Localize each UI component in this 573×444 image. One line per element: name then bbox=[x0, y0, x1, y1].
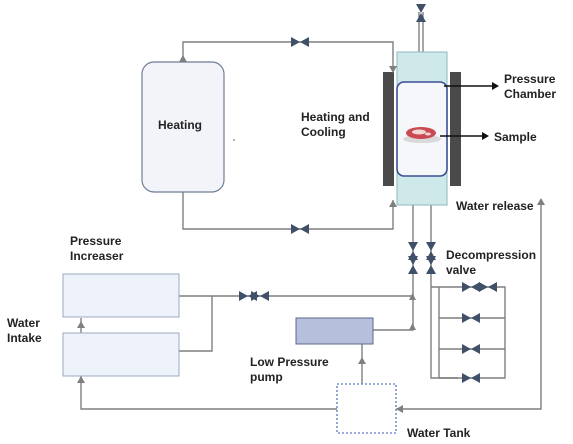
water-tank bbox=[336, 383, 397, 434]
increaser-lower-link bbox=[179, 296, 213, 352]
valve-inlet-second[interactable] bbox=[408, 256, 418, 274]
arrow-left-release bbox=[396, 405, 403, 413]
valve-increaser-2[interactable] bbox=[251, 291, 269, 301]
pressure-increaser-label: Pressure Increaser bbox=[70, 234, 124, 263]
pump-to-chamber-pipe bbox=[373, 296, 414, 331]
arrow-up-increaser-line bbox=[409, 293, 416, 300]
pressure-increaser-upper bbox=[62, 273, 180, 318]
pressure-increaser-lower bbox=[62, 332, 180, 377]
valve-decompression-1b[interactable] bbox=[479, 282, 497, 292]
valves bbox=[239, 4, 497, 383]
arrow-up-heating-top bbox=[179, 55, 187, 62]
increaser-to-chamber-pipe bbox=[179, 268, 414, 297]
decompression-valve-label: Decompression valve bbox=[446, 248, 537, 277]
valve-decompression-3[interactable] bbox=[462, 344, 480, 354]
manifold-top-pipe bbox=[431, 286, 506, 355]
valve-chamber-inlet[interactable] bbox=[408, 242, 418, 260]
water-intake-label: Water Intake bbox=[7, 316, 42, 345]
valve-chamber-outlet[interactable] bbox=[426, 242, 436, 260]
arrow-up-chamber-bottom bbox=[389, 200, 397, 207]
pressure-chamber-label: Pressure Chamber bbox=[504, 72, 557, 101]
water-release-pipe bbox=[396, 200, 542, 410]
low-pressure-pump bbox=[295, 317, 374, 345]
arrow-up-release bbox=[537, 198, 545, 205]
valve-decompression-2[interactable] bbox=[462, 313, 480, 323]
tank-to-intake-pipe bbox=[80, 376, 337, 410]
heating-cooling-label: Heating and Cooling bbox=[301, 110, 370, 139]
water-tank-label: Water Tank bbox=[407, 426, 471, 440]
heating-label: Heating bbox=[158, 118, 203, 132]
valve-heating-top[interactable] bbox=[291, 37, 309, 47]
arrow-up-intake bbox=[77, 376, 85, 383]
stray-dot bbox=[233, 139, 235, 141]
arrow-up-intake-link bbox=[77, 321, 85, 328]
flow-arrows bbox=[77, 55, 545, 413]
valve-decompression-4[interactable] bbox=[462, 373, 480, 383]
chamber-outlet-right-pipe bbox=[430, 205, 458, 379]
arrow-up-tank-line bbox=[358, 357, 366, 364]
sample-label: Sample bbox=[494, 130, 537, 144]
sample-icon bbox=[403, 127, 441, 143]
heating-plate-left bbox=[383, 72, 394, 186]
low-pressure-pump-label: Low Pressure pump bbox=[250, 355, 329, 384]
callout-head-sample bbox=[482, 132, 489, 140]
water-release-label: Water release bbox=[456, 199, 534, 213]
valve-heating-bottom[interactable] bbox=[291, 224, 309, 234]
heating-loop-top-pipe bbox=[182, 41, 394, 66]
callout-head-pressure-chamber bbox=[492, 82, 499, 90]
arrow-up-pump-line bbox=[409, 323, 416, 330]
pressure-chamber-assembly bbox=[383, 51, 461, 206]
callout-arrows bbox=[440, 82, 499, 140]
valve-outlet-second[interactable] bbox=[426, 256, 436, 274]
heating-plate-right bbox=[450, 72, 461, 186]
heating-loop-bottom-pipe bbox=[182, 192, 394, 230]
arrow-down-chamber-top bbox=[389, 66, 397, 73]
valve-decompression-1[interactable] bbox=[462, 282, 480, 292]
decompression-manifold bbox=[438, 287, 506, 379]
valve-vent[interactable] bbox=[416, 4, 426, 22]
